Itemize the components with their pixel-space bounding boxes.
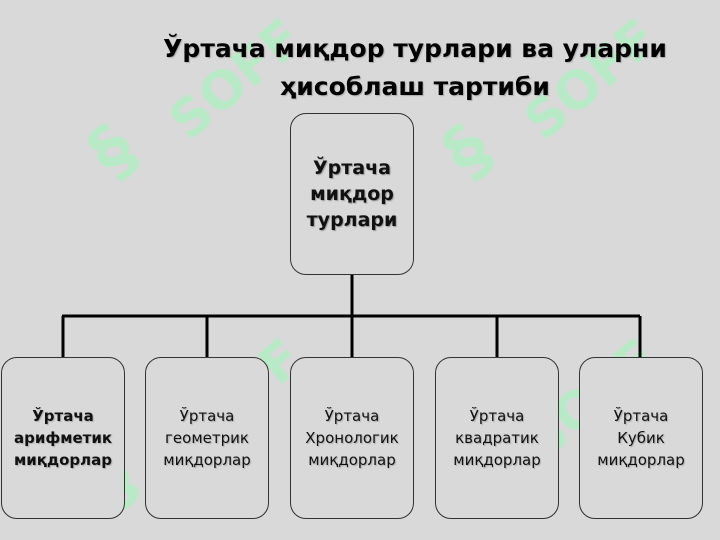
child-node-label: Ўртача геометрик миқдорлар [163, 407, 251, 469]
child-node-quadratic: Ўртача квадратик миқдорлар [435, 357, 559, 519]
child-node-label: Ўртача арифметик миқдорлар [13, 407, 113, 469]
child-node-geometric: Ўртача геометрик миқдорлар [145, 357, 269, 519]
root-line-2: миқдор [310, 183, 394, 205]
page-title: Ўртача миқдор турлари ва уларни ҳисоблаш… [150, 30, 680, 106]
child-node-label: Ўртача Кубик миқдорлар [597, 407, 685, 469]
child-node-cubic: Ўртача Кубик миқдорлар [579, 357, 703, 519]
child-node-chronological: Ўртача Хронологик миқдорлар [290, 357, 414, 519]
title-line-2: ҳисоблаш тартиби [280, 72, 550, 101]
root-line-3: турлари [306, 209, 398, 231]
root-node: Ўртача миқдор турлари [290, 113, 414, 275]
root-line-1: Ўртача [313, 157, 391, 179]
title-line-1: Ўртача миқдор турлари ва уларни [163, 34, 667, 63]
child-node-label: Ўртача квадратик миқдорлар [453, 407, 541, 469]
child-node-arithmetic: Ўртача арифметик миқдорлар [1, 357, 125, 519]
child-node-label: Ўртача Хронологик миқдорлар [305, 407, 399, 469]
